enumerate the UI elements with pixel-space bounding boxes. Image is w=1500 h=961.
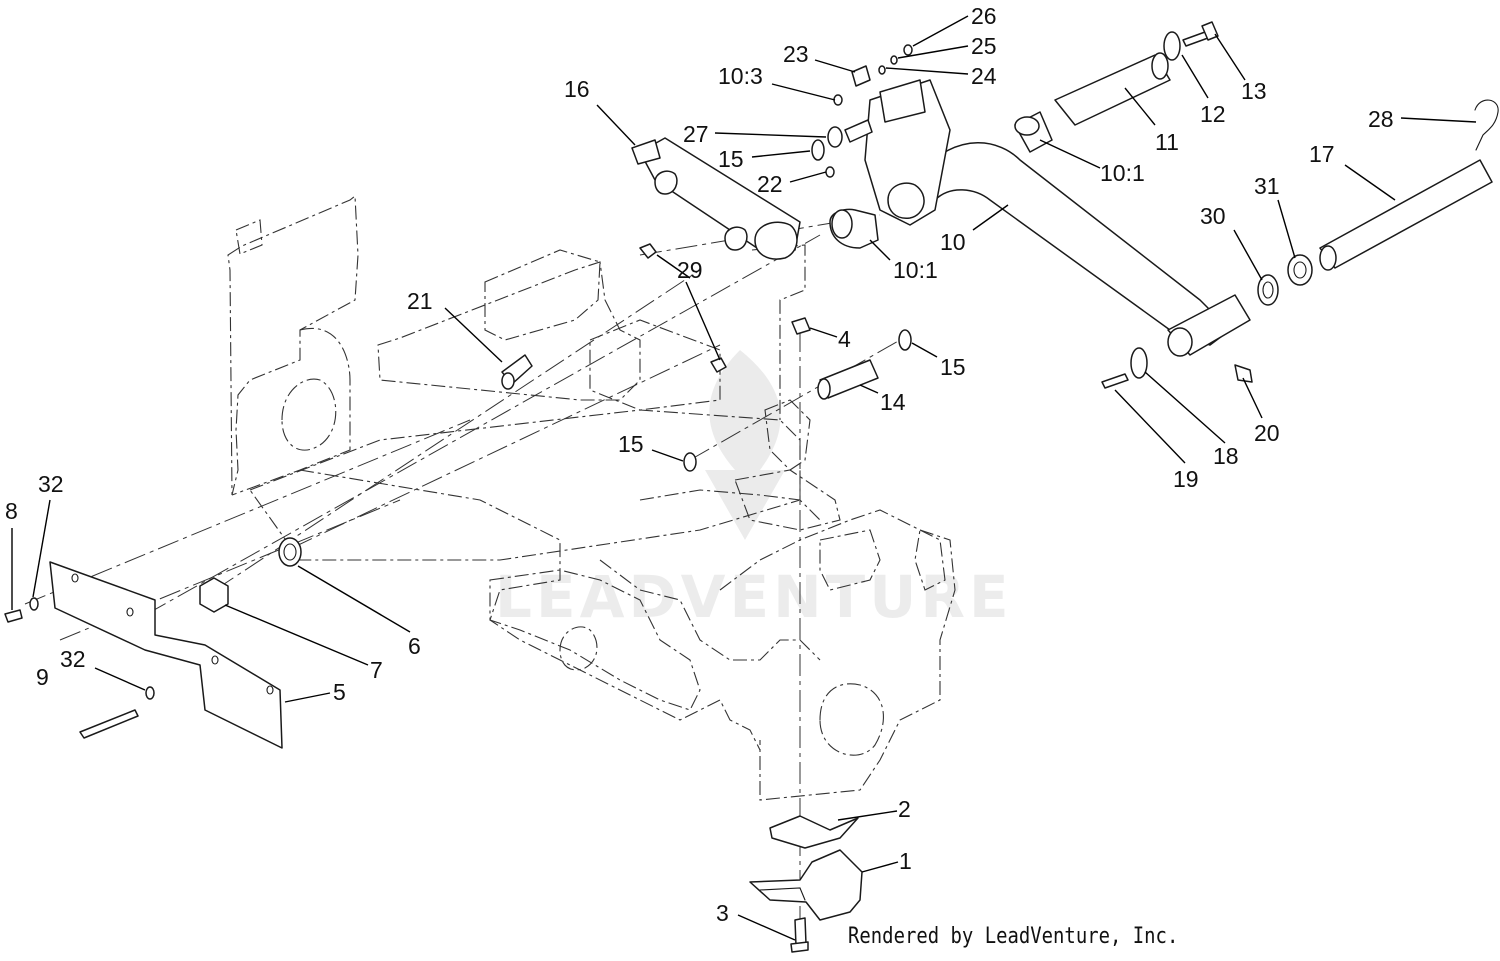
part-10-1-bushing-upper [1014,111,1053,153]
callout-15-lower: 15 [618,431,644,457]
callout-29: 29 [677,257,703,283]
render-credit: Rendered by LeadVenture, Inc. [848,924,1179,949]
callout-7: 7 [370,657,383,683]
callout-31: 31 [1254,173,1280,199]
part-10-3-fitting [833,94,873,143]
part-32-washer-top [29,597,39,611]
callout-10-1-upper: 10:1 [1100,160,1145,186]
callout-19: 19 [1173,466,1199,492]
callout-24: 24 [971,63,997,89]
part-21-fitting [501,354,533,390]
callout-15-right: 15 [940,354,966,380]
part-1-bracket [749,849,863,921]
callout-20: 20 [1254,420,1280,446]
part-14-pin [817,359,879,400]
part-30-washer [1257,274,1279,306]
part-22-ball [825,166,835,178]
parts-24-25-26-small-hardware [878,44,913,75]
part-arm-end-tube [1167,294,1251,357]
callout-14: 14 [880,389,906,415]
callout-10-1-lower: 10:1 [893,257,938,283]
callout-17: 17 [1309,141,1335,167]
assembly-center-lines [24,214,901,930]
part-15-clip-right [898,329,912,351]
part-7-nut [199,577,229,613]
callout-18: 18 [1213,443,1239,469]
callout-30: 30 [1200,203,1226,229]
part-23-block [851,65,871,87]
callout-11: 11 [1155,129,1179,155]
callout-2: 2 [898,796,911,822]
callout-3: 3 [716,900,729,926]
watermark-text: LEADVENTURE [495,563,1013,631]
callout-16: 16 [564,76,590,102]
callout-21: 21 [407,288,433,314]
part-12-washer [1163,31,1181,61]
part-18-washer [1130,347,1148,379]
part-11-pivot-shaft [1054,52,1171,126]
part-32-washer-bottom [145,686,155,700]
part-19-bolt [1101,373,1129,389]
callout-26: 26 [971,3,997,29]
callout-12: 12 [1200,101,1226,127]
part-31-bushing [1287,254,1313,286]
callout-28: 28 [1368,106,1394,132]
callout-23: 23 [783,41,809,67]
callout-27: 27 [683,121,709,147]
part-29-nut [639,243,657,259]
callout-8: 8 [5,498,18,524]
callout-4: 4 [838,326,851,352]
part-20-bolt [1234,364,1253,383]
part-8-bolt [4,609,23,623]
callout-22: 22 [757,171,783,197]
part-10-1-bushing-lower [829,208,879,249]
callout-9: 9 [36,664,49,690]
part-15-clip-upper [811,139,825,161]
part-16-cylinder [631,137,801,260]
part-17-pin [1319,159,1493,271]
frame-phantom-outline [227,194,956,801]
part-15-clip-lower [683,452,697,472]
part-9-bolt [79,709,139,739]
part-13-bolt [1182,21,1219,47]
part-3-bolt [790,917,809,953]
callout-25: 25 [971,33,997,59]
callout-32-bottom: 32 [60,646,86,672]
callout-13: 13 [1241,78,1267,104]
callout-1: 1 [899,848,912,874]
callout-labels: 26 25 24 23 10:3 16 27 15 22 13 12 11 10… [5,3,1394,926]
part-4-bolt [791,317,811,335]
callout-5: 5 [333,679,346,705]
callout-10: 10 [940,229,966,255]
part-29-nut-lower [710,357,727,373]
callout-leaders [11,15,1477,941]
callout-6: 6 [408,633,421,659]
callout-32-top: 32 [38,471,64,497]
callout-10-3: 10:3 [718,63,763,89]
part-27-washer [827,126,843,148]
part-6-washer [278,537,302,567]
part-28-clip [1474,99,1499,151]
callout-15-upper: 15 [718,146,744,172]
part-2-pad [769,815,859,849]
part-5-plate [49,561,283,749]
part-10-lift-arm [864,79,1231,346]
